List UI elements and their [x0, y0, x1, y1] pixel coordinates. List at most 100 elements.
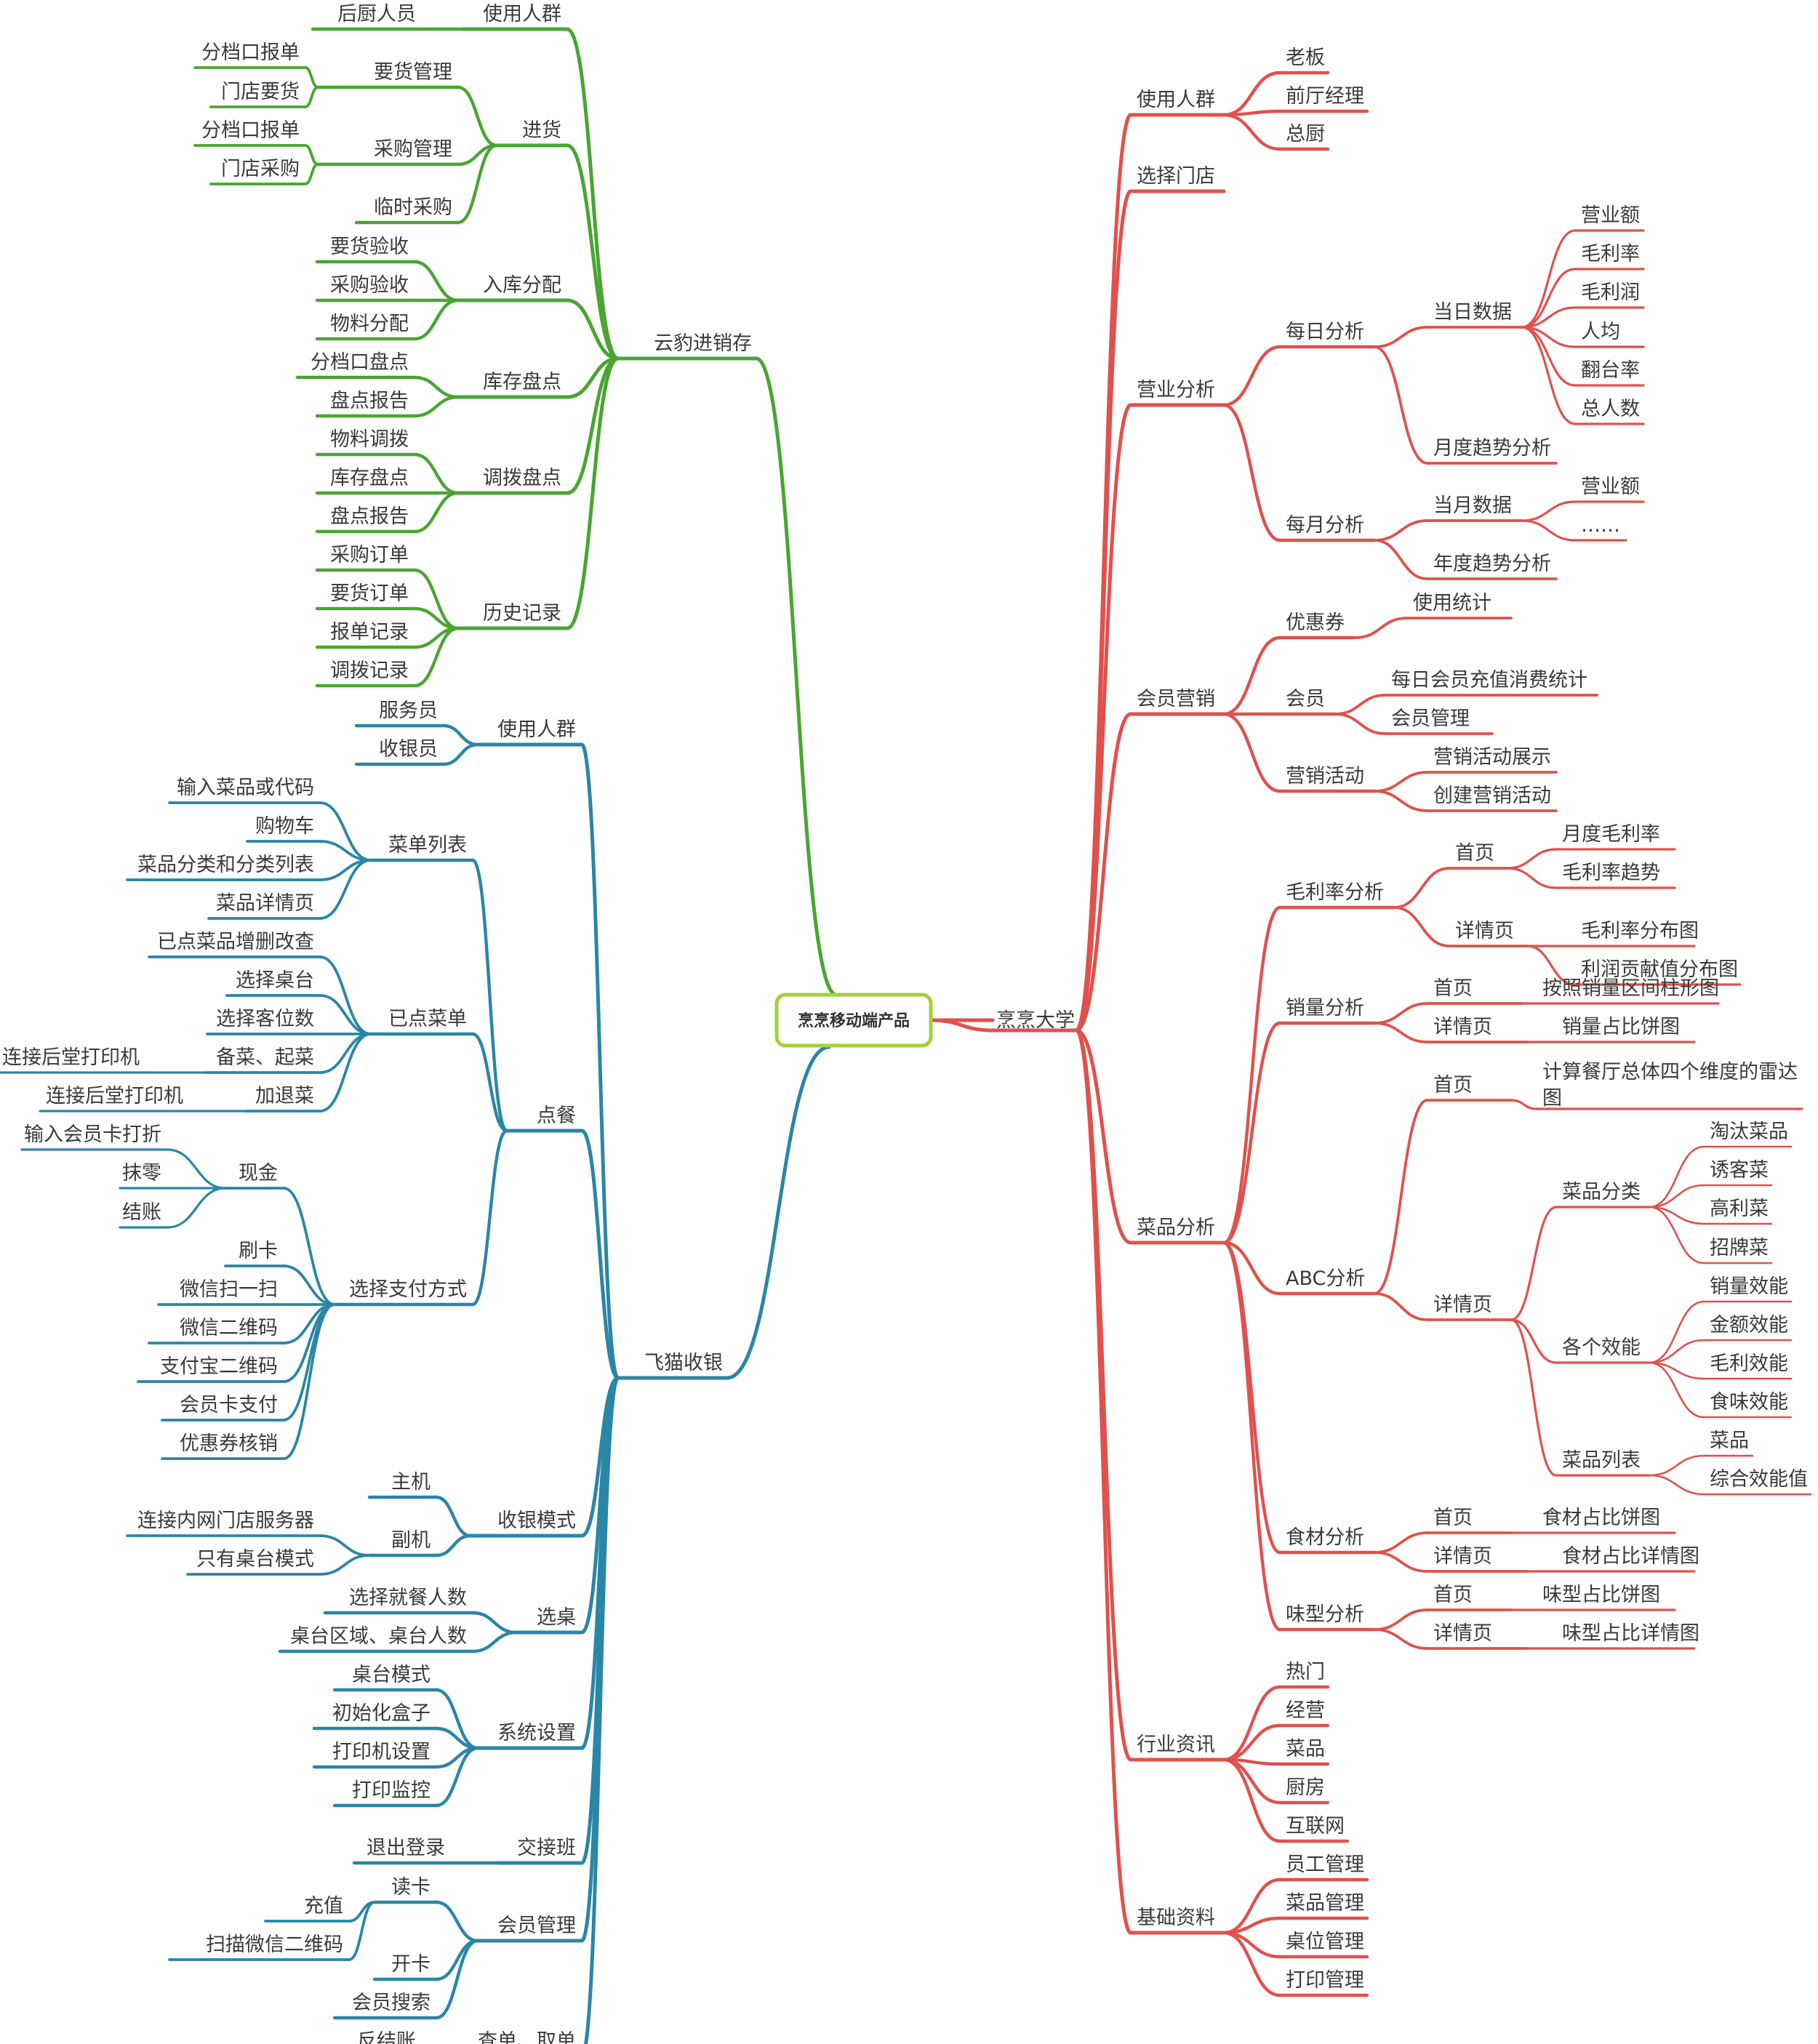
node-label-blue-1-1[interactable]: 已点菜单 [388, 1008, 467, 1030]
node-label-4-1-1-0[interactable]: 销量占比饼图 [1562, 1016, 1680, 1038]
node-label-green-5-2[interactable]: 报单记录 [330, 621, 409, 644]
node-label-blue-1-2[interactable]: 选择支付方式 [349, 1278, 467, 1301]
node-label-blue-0[interactable]: 使用人群 [497, 718, 576, 741]
node-label-4-2-0-0-line1[interactable]: 图 [1542, 1087, 1562, 1110]
node-label-3-2-1[interactable]: 创建营销活动 [1433, 785, 1551, 807]
node-label-blue-1-1-4[interactable]: 加退菜 [255, 1085, 314, 1107]
node-label-4-4-0-0[interactable]: 味型占比饼图 [1542, 1584, 1660, 1606]
node-label-3-2-0[interactable]: 营销活动展示 [1433, 746, 1551, 769]
node-label-green-4[interactable]: 调拨盘点 [483, 467, 561, 489]
node-label-green-2-2[interactable]: 物料分配 [330, 313, 409, 335]
node-label-blue-1-2-0[interactable]: 现金 [239, 1162, 278, 1185]
node-label-blue-0-1[interactable]: 收银员 [379, 738, 438, 761]
node-label-blue-1-1-4-0[interactable]: 连接后堂打印机 [46, 1085, 183, 1107]
node-label-blue-6-1[interactable]: 开卡 [391, 1953, 431, 1976]
node-label-2-0-0-3[interactable]: 人均 [1581, 321, 1620, 343]
node-label-blue-3-1[interactable]: 桌台区域、桌台人数 [290, 1625, 467, 1648]
node-label-blue-1-1-2[interactable]: 选择客位数 [216, 1008, 314, 1030]
node-label-green-2-1[interactable]: 采购验收 [330, 274, 409, 297]
node-label-blue-1-2-5[interactable]: 会员卡支付 [180, 1394, 278, 1416]
node-label-4-4-0[interactable]: 首页 [1433, 1584, 1473, 1606]
node-label-2-0[interactable]: 每日分析 [1286, 321, 1364, 343]
node-label-green-4-0[interactable]: 物料调拨 [330, 428, 409, 451]
node-label-green-5[interactable]: 历史记录 [483, 602, 561, 625]
node-label-3-2[interactable]: 营销活动 [1286, 765, 1364, 787]
node-label-green-4-1[interactable]: 库存盘点 [330, 467, 409, 489]
node-label-6-3[interactable]: 打印管理 [1286, 1969, 1364, 1992]
node-label-6-1[interactable]: 菜品管理 [1286, 1892, 1364, 1915]
node-label-4-1-0-0[interactable]: 按照销量区间柱形图 [1542, 977, 1719, 1000]
node-label-blue-4-0[interactable]: 桌台模式 [352, 1664, 431, 1686]
node-label-blue-1-0-0[interactable]: 输入菜品或代码 [177, 777, 314, 799]
node-label-4-2-1[interactable]: 详情页 [1433, 1294, 1492, 1316]
node-label-4[interactable]: 菜品分析 [1137, 1217, 1215, 1239]
node-label-2[interactable]: 营业分析 [1137, 379, 1215, 401]
node-label-blue-1[interactable]: 点餐 [537, 1105, 576, 1127]
node-label-4-0-0-0[interactable]: 月度毛利率 [1562, 823, 1660, 846]
node-label-4-2-1-0-1[interactable]: 诱客菜 [1710, 1159, 1769, 1182]
node-label-4-1[interactable]: 销量分析 [1286, 997, 1364, 1019]
node-label-blue-4-1[interactable]: 初始化盒子 [332, 1702, 431, 1725]
root-node[interactable]: 烹烹移动端产品 [774, 993, 933, 1048]
node-label-green-1[interactable]: 进货 [522, 119, 561, 142]
node-label-4-1-0[interactable]: 首页 [1433, 977, 1473, 1000]
node-label-green-2-0[interactable]: 要货验收 [330, 236, 409, 258]
node-label-0-1[interactable]: 前厅经理 [1286, 85, 1364, 108]
node-label-4-2-1-1[interactable]: 各个效能 [1562, 1336, 1641, 1359]
node-label-green-3-1[interactable]: 盘点报告 [330, 390, 409, 412]
node-label-6[interactable]: 基础资料 [1137, 1907, 1215, 1929]
node-label-green-5-0[interactable]: 采购订单 [330, 544, 409, 566]
node-label-blue-6-0-0[interactable]: 充值 [304, 1895, 343, 1917]
node-label-blue-1-1-3-0[interactable]: 连接后堂打印机 [2, 1046, 140, 1069]
main-node-label[interactable]: 烹烹大学 [996, 1009, 1075, 1032]
node-label-3-1-1[interactable]: 会员管理 [1391, 708, 1470, 730]
node-label-4-2-1-1-0[interactable]: 销量效能 [1710, 1275, 1788, 1298]
node-label-green-5-3[interactable]: 调拨记录 [330, 660, 409, 682]
node-label-blue-1-0-3[interactable]: 菜品详情页 [216, 892, 314, 915]
node-label-green-0-0[interactable]: 后厨人员 [337, 3, 416, 25]
node-label-blue-7-0[interactable]: 反结账 [357, 2030, 416, 2044]
node-label-4-0-1-1[interactable]: 利润贡献值分布图 [1581, 958, 1738, 981]
node-label-green-3[interactable]: 库存盘点 [483, 371, 561, 393]
node-label-green-1-1[interactable]: 采购管理 [374, 138, 452, 161]
node-label-1[interactable]: 选择门店 [1137, 165, 1215, 188]
node-label-green-3-0[interactable]: 分档口盘点 [311, 351, 409, 374]
node-label-4-3-0-0[interactable]: 食材占比饼图 [1542, 1507, 1660, 1529]
node-label-2-0-1[interactable]: 月度趋势分析 [1433, 437, 1551, 460]
node-label-0[interactable]: 使用人群 [1137, 89, 1215, 111]
node-label-blue-1-2-0-1[interactable]: 抹零 [122, 1162, 161, 1185]
node-label-green-1-1-1[interactable]: 门店采购 [221, 158, 300, 180]
node-label-blue-6-0-1[interactable]: 扫描微信二维码 [206, 1933, 343, 1956]
node-label-green-4-2[interactable]: 盘点报告 [330, 505, 409, 528]
node-label-blue-1-2-0-2[interactable]: 结账 [122, 1201, 161, 1224]
node-label-5-1[interactable]: 经营 [1286, 1699, 1325, 1722]
node-label-blue-4[interactable]: 系统设置 [497, 1722, 576, 1744]
node-label-blue-4-2[interactable]: 打印机设置 [332, 1741, 431, 1763]
node-label-blue-2-1[interactable]: 副机 [391, 1529, 431, 1552]
node-label-0-0[interactable]: 老板 [1286, 47, 1325, 69]
node-label-blue-5[interactable]: 交接班 [517, 1837, 576, 1859]
node-label-green-1-0-0[interactable]: 分档口报单 [201, 41, 300, 64]
main-node-label-green[interactable]: 云豹进销存 [654, 332, 752, 355]
node-label-3-0[interactable]: 优惠券 [1286, 612, 1345, 634]
node-label-4-3-0[interactable]: 首页 [1433, 1507, 1473, 1529]
node-label-2-1-0-1[interactable]: …… [1581, 514, 1620, 537]
node-label-4-2-0-0-line0[interactable]: 计算餐厅总体四个维度的雷达 [1542, 1061, 1798, 1083]
node-label-4-2-1-1-2[interactable]: 毛利效能 [1710, 1352, 1788, 1375]
node-label-4-0-1-0[interactable]: 毛利率分布图 [1581, 920, 1699, 942]
node-label-3-0-0[interactable]: 使用统计 [1413, 592, 1491, 614]
node-label-4-2-1-0[interactable]: 菜品分类 [1562, 1181, 1641, 1203]
node-label-4-0-0[interactable]: 首页 [1455, 842, 1494, 865]
node-label-4-2-1-0-2[interactable]: 高利菜 [1710, 1198, 1769, 1220]
node-label-4-4-1-0[interactable]: 味型占比详情图 [1562, 1622, 1699, 1645]
node-label-4-0-1[interactable]: 详情页 [1455, 920, 1514, 942]
node-label-4-2-1-2-0[interactable]: 菜品 [1710, 1430, 1749, 1452]
node-label-green-2[interactable]: 入库分配 [483, 274, 561, 297]
node-label-4-2-1-0-3[interactable]: 招牌菜 [1710, 1237, 1769, 1259]
node-label-4-3-1[interactable]: 详情页 [1433, 1545, 1492, 1568]
node-label-blue-7[interactable]: 查单、取单 [478, 2030, 576, 2044]
node-label-2-0-0[interactable]: 当日数据 [1433, 301, 1512, 324]
node-label-4-2[interactable]: ABC分析 [1286, 1267, 1365, 1290]
node-label-2-1-0-0[interactable]: 营业额 [1581, 476, 1640, 498]
node-label-blue-5-0[interactable]: 退出登录 [367, 1837, 445, 1859]
